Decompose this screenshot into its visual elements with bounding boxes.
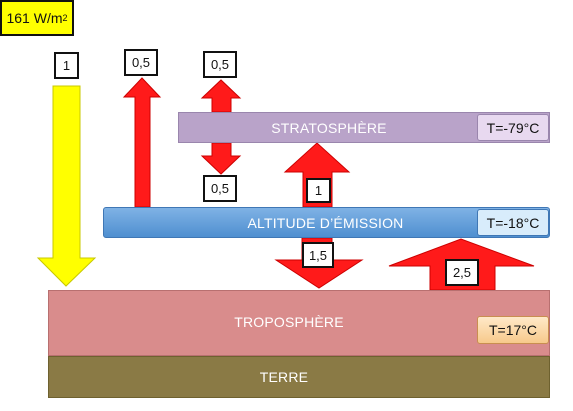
emission-to-troposphere-value-text: 1,5 [308, 247, 328, 263]
stratosphere-up-arrow [200, 79, 242, 113]
stratosphere-label: STRATOSPHÈRE [271, 119, 387, 136]
troposphere-label: TROPOSPHÈRE [234, 314, 344, 330]
stratosphere-up-value: 0,5 [203, 51, 237, 78]
earth-label: TERRE [259, 369, 309, 385]
stratosphere-temperature: T=-79°C [477, 114, 549, 141]
troposphere-to-emission-value-text: 2,5 [452, 265, 472, 280]
emission-to-stratosphere-value: 1 [306, 178, 331, 203]
emission-to-troposphere-value: 1,5 [302, 242, 334, 268]
earth-layer: TERRE [48, 356, 550, 398]
stratosphere-down-value: 0,5 [203, 175, 237, 202]
emission-to-stratosphere-arrow [283, 142, 351, 208]
incoming-solar-arrow [36, 85, 97, 287]
emission-to-space-arrow [122, 77, 162, 208]
emission-layer: ALTITUDE D’ÉMISSION [103, 207, 550, 238]
stratosphere-down-arrow [200, 142, 242, 175]
emission-temperature: T=-18°C [477, 209, 549, 236]
incoming-solar-value: 1 [54, 52, 79, 79]
emission-temperature-text: T=-18°C [486, 214, 540, 231]
troposphere-to-emission-value: 2,5 [445, 259, 479, 286]
emission-to-space-value-text: 0,5 [131, 55, 151, 70]
troposphere-temperature-text: T=17°C [488, 322, 537, 338]
emission-to-space-value: 0,5 [124, 49, 158, 76]
stratosphere-temperature-text: T=-79°C [486, 119, 540, 136]
solar-flux-value: 161 W/m [6, 10, 63, 26]
solar-flux-exponent: 2 [62, 13, 68, 23]
incoming-solar-value-text: 1 [62, 58, 71, 73]
emission-to-stratosphere-value-text: 1 [314, 183, 323, 198]
emission-label: ALTITUDE D’ÉMISSION [247, 214, 404, 231]
troposphere-temperature: T=17°C [477, 316, 549, 344]
troposphere-layer: TROPOSPHÈRE [48, 290, 550, 356]
stratosphere-up-value-text: 0,5 [210, 57, 230, 72]
stratosphere-down-value-text: 0,5 [210, 181, 230, 196]
